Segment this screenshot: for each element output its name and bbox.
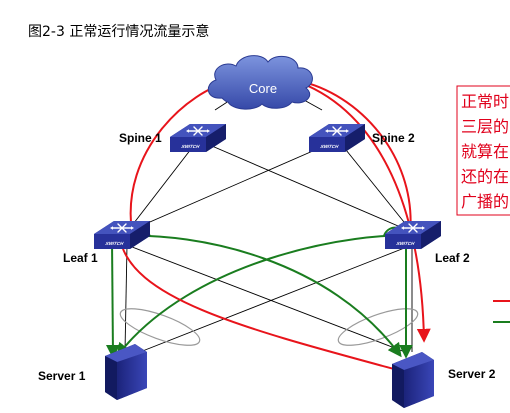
link-leaf1-server2	[126, 244, 406, 353]
server2-label: Server 2	[448, 367, 496, 381]
note-line-1: 正常时	[461, 92, 509, 111]
spine1-label: Spine 1	[119, 131, 162, 145]
green-flows	[105, 226, 425, 359]
network-links	[124, 94, 413, 353]
server2	[392, 352, 434, 408]
switch-badge: SWITCH	[104, 241, 125, 247]
note-line-4: 还的在	[461, 167, 509, 186]
red-flow-core-to-server2	[259, 73, 431, 343]
core-label: Core	[249, 81, 277, 96]
note-line-5: 广播的	[461, 192, 509, 211]
figure-title: 图2-3 正常运行情况流量示意	[28, 23, 209, 40]
switch-badge: SWITCH	[319, 144, 340, 150]
spine2-switch: SWITCH	[308, 123, 366, 153]
switch-badge: SWITCH	[180, 144, 201, 150]
link-aggregation-rings	[119, 308, 419, 346]
core-cloud: Core	[207, 55, 313, 110]
note-line-2: 三层的	[461, 117, 509, 136]
link-leaf1-server1	[124, 244, 128, 353]
link-spine2-leaf1	[126, 139, 339, 233]
leaf1-switch: SWITCH	[93, 220, 151, 250]
red-flow-leaf1-to-core	[129, 77, 233, 233]
red-flow-leaf2-to-core	[290, 74, 412, 237]
note-border	[456, 85, 510, 216]
link-leaf2-server1	[139, 244, 413, 353]
legend	[493, 300, 510, 323]
server1-label: Server 1	[38, 369, 86, 383]
note-box: 正常时 三层的 就算在 还的在 广播的	[456, 85, 510, 216]
green-flow-leaf1-to-server2	[117, 234, 402, 358]
server-icon	[105, 344, 147, 400]
bond-ring-server1	[119, 308, 201, 346]
link-spine1-leaf2	[197, 139, 413, 233]
server-icon	[392, 352, 434, 408]
note-line-3: 就算在	[461, 142, 509, 161]
red-flow-leaf1-to-server2	[119, 237, 408, 376]
server1	[105, 344, 147, 400]
spine2-label: Spine 2	[372, 131, 415, 145]
link-spine2-leaf2	[337, 139, 413, 233]
bond-ring-server2	[337, 308, 419, 346]
switch-badge: SWITCH	[395, 241, 416, 247]
green-flow-leaf2-to-server1	[116, 234, 425, 358]
spine1-switch: SWITCH	[169, 123, 227, 153]
green-flow-leaf1-to-server1	[105, 239, 120, 359]
leaf2-label: Leaf 2	[435, 251, 470, 265]
link-spine1-leaf1	[126, 139, 199, 233]
red-flows	[119, 73, 431, 376]
cloud-icon	[207, 55, 313, 110]
leaf1-label: Leaf 1	[63, 251, 98, 265]
leaf2-switch: SWITCH	[384, 220, 442, 250]
